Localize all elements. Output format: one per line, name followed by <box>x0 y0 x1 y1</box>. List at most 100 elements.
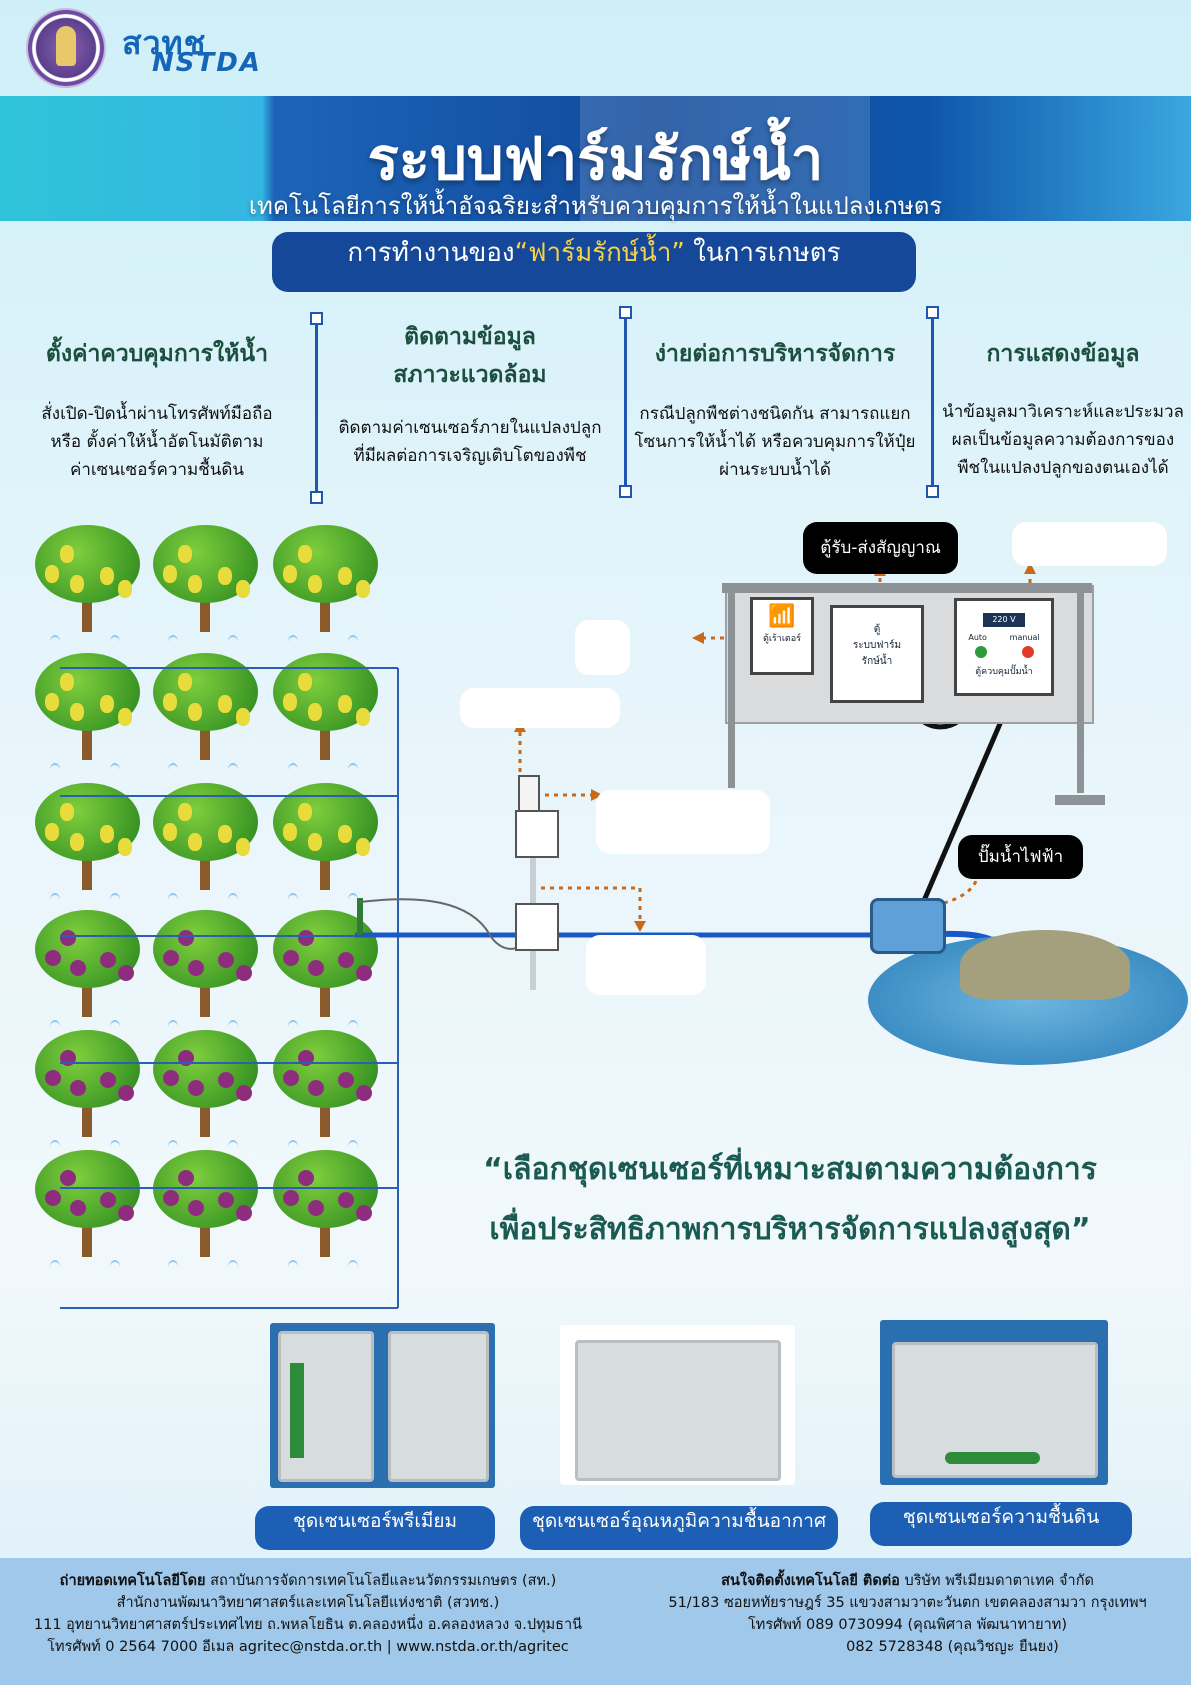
feature-title: ตั้งค่าควบคุมการให้น้ำ <box>45 341 269 367</box>
pump-control-box: 220 V Auto manual ตู้ควบคุมปั๊มน้ำ <box>954 598 1054 696</box>
mode-auto-label: Auto <box>968 633 987 642</box>
tree <box>148 910 263 1035</box>
feature-desc: กรณีปลูกพืชต่างชนิดกัน สามารถแยก โซนการใ… <box>630 400 920 484</box>
desc-line: ที่มีผลต่อการเจริญเติบโตของพืช <box>353 446 587 466</box>
divider <box>926 306 939 498</box>
voltage-display: 220 V <box>983 613 1025 627</box>
sensor-pole <box>530 780 536 990</box>
feature-desc: นำข้อมูลมาวิเคราะห์และประมวล ผลเป็นข้อมู… <box>938 398 1188 482</box>
desc-line: ผลเป็นข้อมูลความต้องการของ <box>951 430 1175 450</box>
blank-label <box>596 790 770 854</box>
mode-manual-label: manual <box>1009 633 1040 642</box>
footer-line: โทรศัพท์ 0 2564 7000 อีเมล agritec@nstda… <box>47 1639 569 1655</box>
tree <box>268 525 383 650</box>
section-heading-suffix: ในการเกษตร <box>684 238 841 268</box>
desc-line: นำข้อมูลมาวิเคราะห์และประมวล <box>942 402 1184 422</box>
tree <box>30 1030 145 1155</box>
product-label-air: ชุดเซนเซอร์อุณหภูมิความชื้นอากาศ <box>520 1506 838 1550</box>
farm-system-box: ตู้ ระบบฟาร์ม รักษ์น้ำ <box>830 605 924 703</box>
blank-label <box>1012 522 1167 566</box>
footer-right-lead: สนใจติดตั้งเทคโนโลยี ติดต่อ <box>721 1573 900 1589</box>
page-title: ระบบฟาร์มรักษ์น้ำ <box>367 125 824 193</box>
footer-line: 51/183 ซอยหทัยราษฎร์ 35 แขวงสามวาตะวันตก… <box>668 1595 1147 1611</box>
farm-box-label: ตู้ ระบบฟาร์ม รักษ์น้ำ <box>852 624 902 667</box>
logo-text-th: สวทช <box>122 24 207 62</box>
tree <box>268 653 383 778</box>
feature-4: การแสดงข้อมูล นำข้อมูลมาวิเคราะห์และประม… <box>938 336 1188 482</box>
desc-line: ผ่านระบบน้ำได้ <box>719 460 831 480</box>
feature-title: ติดตามข้อมูล สภาวะแวดล้อม <box>393 324 547 388</box>
quote: “เลือกชุดเซนเซอร์ที่เหมาะสมตามความต้องกา… <box>445 1140 1135 1260</box>
tree <box>30 525 145 650</box>
footer: ถ่ายทอดเทคโนโลยีโดย สถาบันการจัดการเทคโน… <box>0 1558 1191 1685</box>
feature-title: ง่ายต่อการบริหารจัดการ <box>654 341 896 367</box>
orchard-illustration <box>20 525 400 1310</box>
footer-left-lead: ถ่ายทอดเทคโนโลยีโดย <box>59 1573 206 1589</box>
footer-line: โทรศัพท์ 089 0730994 (คุณพิศาล พัฒนาทายา… <box>747 1617 1067 1633</box>
desc-line: พืชในแปลงปลูกของตนเองได้ <box>957 458 1169 478</box>
product-label-soil: ชุดเซนเซอร์ความชื้นดิน <box>870 1502 1132 1546</box>
footer-line: สำนักงานพัฒนาวิทยาศาสตร์และเทคโนโลยีแห่ง… <box>116 1595 500 1611</box>
title-banner <box>0 96 1191 221</box>
feature-3: ง่ายต่อการบริหารจัดการ กรณีปลูกพืชต่างชน… <box>630 336 920 484</box>
manual-indicator-light <box>1021 646 1034 658</box>
wifi-icon: 📶 <box>768 604 796 629</box>
sensor-head <box>518 775 540 815</box>
tree <box>30 653 145 778</box>
product-photo-premium <box>270 1323 495 1488</box>
sensor-box-lower <box>515 903 559 951</box>
tree <box>268 1030 383 1155</box>
footer-right: สนใจติดตั้งเทคโนโลยี ติดต่อ บริษัท พรีเม… <box>630 1570 1185 1658</box>
desc-line: สั่งเปิด-ปิดน้ำผ่านโทรศัพท์มือถือ <box>41 404 273 424</box>
feature-title: การแสดงข้อมูล <box>986 341 1140 367</box>
auto-indicator-light <box>974 646 987 658</box>
quote-line: “เลือกชุดเซนเซอร์ที่เหมาะสมตามความต้องกา… <box>483 1152 1097 1187</box>
section-heading-highlight: “ฟาร์มรักษ์น้ำ” <box>514 238 685 268</box>
blank-label <box>586 935 706 995</box>
panel-foot <box>1055 795 1105 805</box>
tree <box>30 910 145 1035</box>
desc-line: ติดตามค่าเซนเซอร์ภายในแปลงปลูก <box>338 418 602 438</box>
desc-line: หรือ ตั้งค่าให้น้ำอัตโนมัติตาม <box>50 432 264 452</box>
section-heading: การทำงานของ“ฟาร์มรักษ์น้ำ” ในการเกษตร <box>272 232 916 292</box>
tree <box>148 525 263 650</box>
quote-line: เพื่อประสิทธิภาพการบริหารจัดการแปลงสูงสุ… <box>489 1212 1091 1247</box>
desc-line: โซนการให้น้ำได้ หรือควบคุมการให้ปุ๋ย <box>634 432 916 452</box>
panel-leg <box>1077 593 1084 793</box>
feature-desc: ติดตามค่าเซนเซอร์ภายในแปลงปลูก ที่มีผลต่… <box>325 414 615 470</box>
pump-control-label: ตู้ควบคุมปั๊มน้ำ <box>975 667 1033 677</box>
desc-line: กรณีปลูกพืชต่างชนิดกัน สามารถแยก <box>639 404 911 424</box>
router-label: ตู้เร้าเตอร์ <box>763 634 801 644</box>
feature-desc: สั่งเปิด-ปิดน้ำผ่านโทรศัพท์มือถือ หรือ ต… <box>12 400 302 484</box>
footer-line: 111 อุทยานวิทยาศาสตร์ประเทศไทย ถ.พหลโยธิ… <box>33 1617 583 1633</box>
footer-left: ถ่ายทอดเทคโนโลยีโดย สถาบันการจัดการเทคโน… <box>18 1570 598 1658</box>
page-subtitle: เทคโนโลยีการให้น้ำอัจฉริยะสำหรับควบคุมกา… <box>248 192 943 220</box>
section-heading-prefix: การทำงานของ <box>347 238 515 268</box>
blank-label <box>460 688 620 728</box>
sensor-box-upper <box>515 810 559 858</box>
pump-label: ปั๊มน้ำไฟฟ้า <box>958 835 1083 879</box>
footer-line: 082 5728348 (คุณวิชญะ ยืนยง) <box>846 1639 1059 1655</box>
pond-rocks <box>960 930 1130 1000</box>
product-photo-soil <box>880 1320 1108 1485</box>
tree <box>148 1030 263 1155</box>
org-seal-logo <box>28 10 104 86</box>
feature-1: ตั้งค่าควบคุมการให้น้ำ สั่งเปิด-ปิดน้ำผ่… <box>12 336 302 484</box>
divider <box>310 312 323 504</box>
signal-box-label: ตู้รับ-ส่งสัญญาณ <box>803 522 958 574</box>
panel-top-bar <box>722 583 1092 593</box>
product-photo-air <box>560 1325 795 1485</box>
divider <box>619 306 632 498</box>
footer-line: บริษัท พรีเมียมดาตาเทค จำกัด <box>899 1573 1094 1589</box>
tree <box>148 653 263 778</box>
router-box: 📶 ตู้เร้าเตอร์ <box>750 597 814 675</box>
nstda-logo: สวทช NSTDA <box>122 18 302 78</box>
feature-2: ติดตามข้อมูล สภาวะแวดล้อม ติดตามค่าเซนเซ… <box>325 318 615 470</box>
logo-text-en: NSTDA <box>152 48 262 78</box>
product-label-premium: ชุดเซนเซอร์พรีเมียม <box>255 1506 495 1550</box>
footer-line: สถาบันการจัดการเทคโนโลยีและนวัตกรรมเกษตร… <box>205 1573 557 1589</box>
desc-line: ค่าเซนเซอร์ความชื้นดิน <box>69 460 245 480</box>
water-pump-icon <box>870 898 946 954</box>
panel-leg <box>728 593 735 788</box>
blank-label <box>575 620 630 675</box>
